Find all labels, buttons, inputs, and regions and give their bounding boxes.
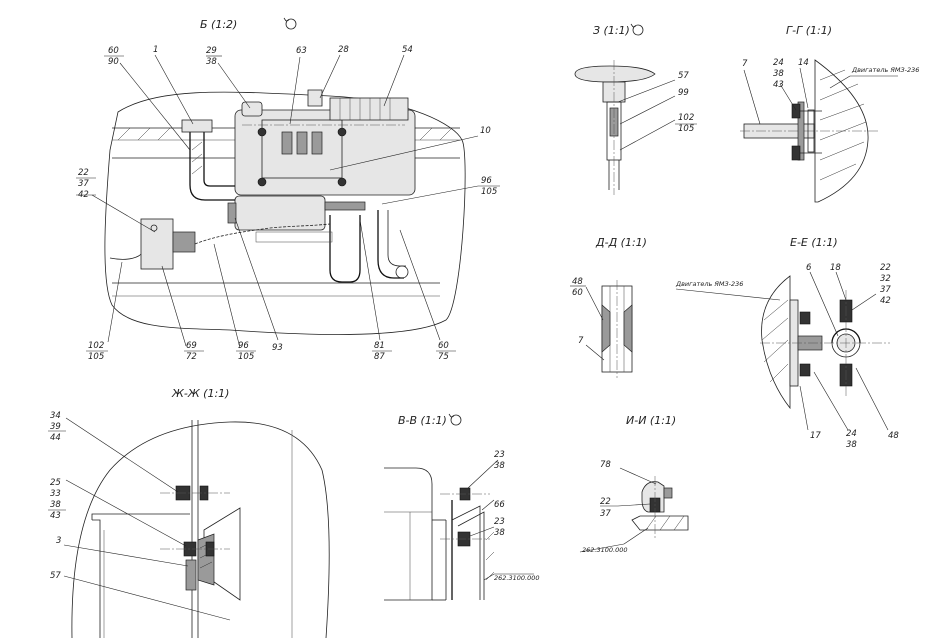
label-b-42: 42 <box>78 190 89 200</box>
view-e-engine-note: Двигатель ЯМЗ-236 <box>675 280 743 288</box>
label-b-96: 96 <box>481 176 492 186</box>
rotate-icon <box>630 23 644 36</box>
view-v-title: В-В (1:1) <box>398 414 447 427</box>
label-b-90: 90 <box>108 57 119 67</box>
label-b-81: 81 <box>374 341 385 351</box>
rotate-icon <box>283 17 297 30</box>
label-b-105b: 105 <box>88 352 104 362</box>
label-zh-44: 44 <box>50 433 61 443</box>
label-b-37: 37 <box>78 179 89 189</box>
label-b-54: 54 <box>402 45 413 55</box>
label-b-69: 69 <box>186 341 197 351</box>
view-v-part-ref: 262.3100.000 <box>494 574 540 582</box>
label-b-105: 105 <box>481 187 497 197</box>
label-e-6: 6 <box>806 263 812 273</box>
label-v-38b: 38 <box>494 528 505 538</box>
label-z-102: 102 <box>678 113 694 123</box>
view-zh: Ж-Ж (1:1) 34 39 44 25 33 38 <box>48 387 330 639</box>
label-e-48: 48 <box>888 431 899 441</box>
label-zh-34: 34 <box>50 411 61 421</box>
label-e-32: 32 <box>880 274 891 284</box>
label-b-87: 87 <box>374 352 385 362</box>
label-e-38: 38 <box>846 440 857 450</box>
view-e: Е-Е (1:1) 6 18 22 32 37 42 17 24 38 48 <box>675 236 899 450</box>
label-z-57: 57 <box>678 71 689 81</box>
label-b-22: 22 <box>78 168 89 178</box>
view-z: З (1:1) 57 99 102 105 <box>574 23 697 195</box>
label-b-38: 38 <box>206 57 217 67</box>
label-b-29: 29 <box>206 46 217 56</box>
label-z-105: 105 <box>678 124 694 134</box>
view-i: И-И (1:1) 78 22 37 262.3100.000 <box>579 414 689 554</box>
label-v-66: 66 <box>494 500 505 510</box>
label-d-48: 48 <box>572 277 583 287</box>
view-e-title: Е-Е (1:1) <box>790 236 838 249</box>
label-i-78: 78 <box>600 460 611 470</box>
label-e-18: 18 <box>830 263 841 273</box>
label-e-22: 22 <box>880 263 891 273</box>
label-b-60b: 60 <box>438 341 449 351</box>
view-zh-title: Ж-Ж (1:1) <box>171 387 229 400</box>
label-b-28: 28 <box>338 45 349 55</box>
label-g-7: 7 <box>742 59 748 69</box>
view-i-title: И-И (1:1) <box>626 414 676 427</box>
label-b-105c: 105 <box>238 352 254 362</box>
view-d: Д-Д (1:1) 48 60 7 <box>570 236 647 378</box>
label-v-23: 23 <box>494 450 505 460</box>
label-b-63: 63 <box>296 46 307 56</box>
label-b-1: 1 <box>153 45 158 55</box>
label-e-24: 24 <box>846 429 857 439</box>
label-zh-39: 39 <box>50 422 61 432</box>
label-b-72: 72 <box>186 352 197 362</box>
view-b: Б (1:2) <box>76 17 500 362</box>
view-v: В-В (1:1) 23 38 66 23 38 262.3100.000 <box>384 413 540 601</box>
label-e-37: 37 <box>880 285 891 295</box>
label-zh-57: 57 <box>50 571 61 581</box>
label-g-38: 38 <box>773 69 784 79</box>
label-b-75: 75 <box>438 352 449 362</box>
view-g-title: Г-Г (1:1) <box>786 24 832 37</box>
label-b-93: 93 <box>272 343 283 353</box>
view-d-title: Д-Д (1:1) <box>595 236 647 249</box>
label-z-99: 99 <box>678 88 689 98</box>
view-g-engine-note: Двигатель ЯМЗ-236 <box>851 66 919 74</box>
label-d-60: 60 <box>572 288 583 298</box>
label-g-24: 24 <box>773 58 784 68</box>
label-i-37: 37 <box>600 509 611 519</box>
view-z-title: З (1:1) <box>593 24 630 37</box>
label-zh-25: 25 <box>50 478 61 488</box>
view-b-boundary <box>104 91 466 335</box>
view-zh-boundary <box>71 421 330 639</box>
label-b-102: 102 <box>88 341 104 351</box>
label-zh-33: 33 <box>50 489 61 499</box>
label-e-17: 17 <box>810 431 821 441</box>
label-d-7: 7 <box>578 336 584 346</box>
view-g: Г-Г (1:1) 7 24 38 43 14 Двигатель ЯМЗ-23… <box>740 24 919 203</box>
label-e-42: 42 <box>880 296 891 306</box>
heater-body <box>234 109 416 196</box>
label-zh-38: 38 <box>50 500 61 510</box>
label-zh-3: 3 <box>56 536 61 546</box>
label-b-96b: 96 <box>238 341 249 351</box>
view-b-title: Б (1:2) <box>200 18 237 31</box>
label-i-22: 22 <box>600 497 611 507</box>
label-zh-43: 43 <box>50 511 61 521</box>
label-v-38: 38 <box>494 461 505 471</box>
view-i-part-ref: 262.3100.000 <box>582 546 628 554</box>
label-g-14: 14 <box>798 58 809 68</box>
label-g-43: 43 <box>773 80 784 90</box>
rotate-icon <box>448 413 462 426</box>
label-b-60: 60 <box>108 46 119 56</box>
label-b-10: 10 <box>480 126 491 136</box>
label-v-23b: 23 <box>494 517 505 527</box>
burner-tube <box>234 195 326 231</box>
